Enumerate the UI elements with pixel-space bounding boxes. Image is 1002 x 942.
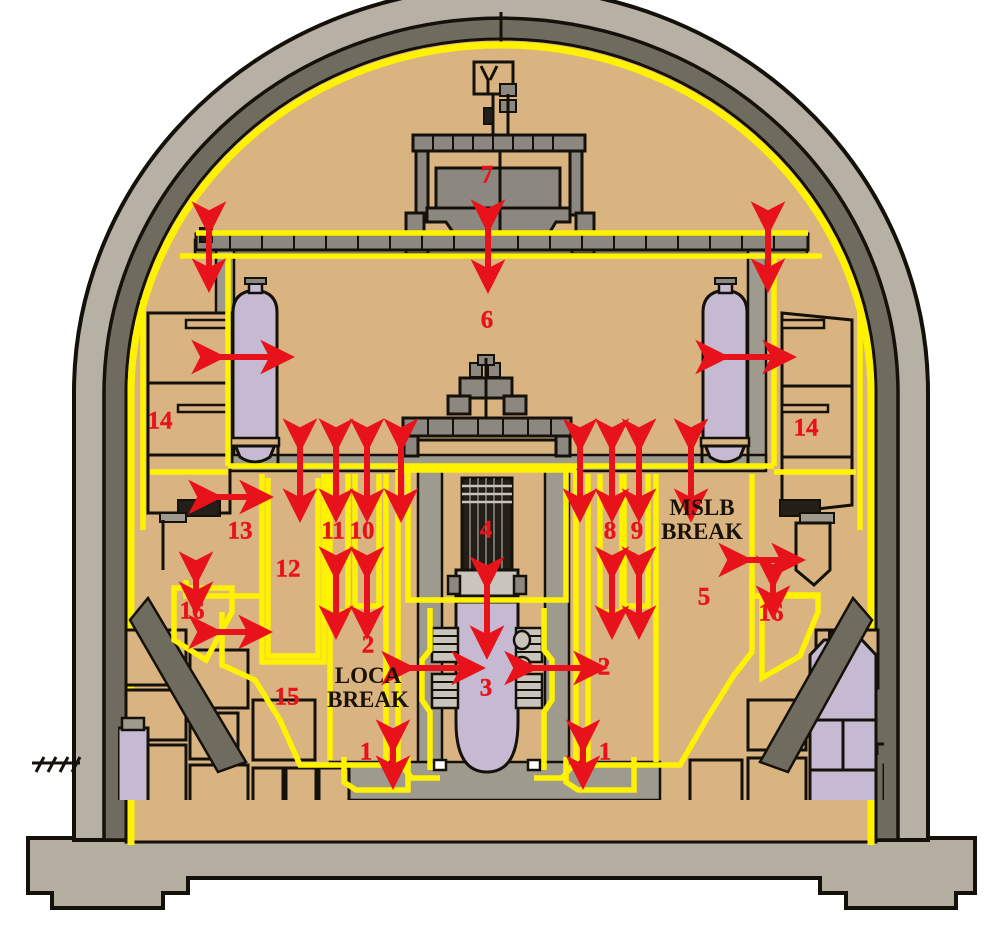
node-label-4: 4 [479,516,493,544]
node-label-2l: 2 [361,631,375,659]
containment-boundary-node [127,41,875,845]
mslb-break-line1: MSLB [669,494,735,520]
node-label-16r: 16 [758,599,784,627]
node-label-8: 8 [603,517,617,545]
node-label-16l: 16 [179,597,205,625]
node-label-7: 7 [480,161,494,189]
mslb-break-line2: BREAK [661,519,743,544]
loca-break-line1: LOCA [334,662,402,688]
steam-generator-right [699,277,751,468]
node-12-box [265,478,321,659]
steam-generator-left [229,277,281,468]
node-label-5: 5 [697,583,711,611]
node-label-10: 10 [349,517,375,545]
refueling-machine [401,354,573,458]
node-label-9: 9 [630,517,644,545]
node-label-11: 11 [321,517,345,545]
node-label-2r: 2 [597,653,611,681]
flow-arrow-group [178,199,806,790]
annulus-slope-walls [128,595,874,774]
node-16R-link [749,580,818,599]
loca-break-line2: BREAK [327,687,409,712]
node-label-1r: 1 [598,738,612,766]
node-label-12: 12 [275,555,301,583]
ground-line-hatch [32,756,82,773]
node-label-15: 15 [274,683,300,711]
node-label-6: 6 [480,306,494,334]
node-label-3: 3 [479,674,493,702]
node-label-1l: 1 [359,738,373,766]
node-label-14l: 14 [147,407,173,435]
node-label-13: 13 [227,517,253,545]
node-label-14r: 14 [793,414,819,442]
foundation-basemat [26,836,977,910]
